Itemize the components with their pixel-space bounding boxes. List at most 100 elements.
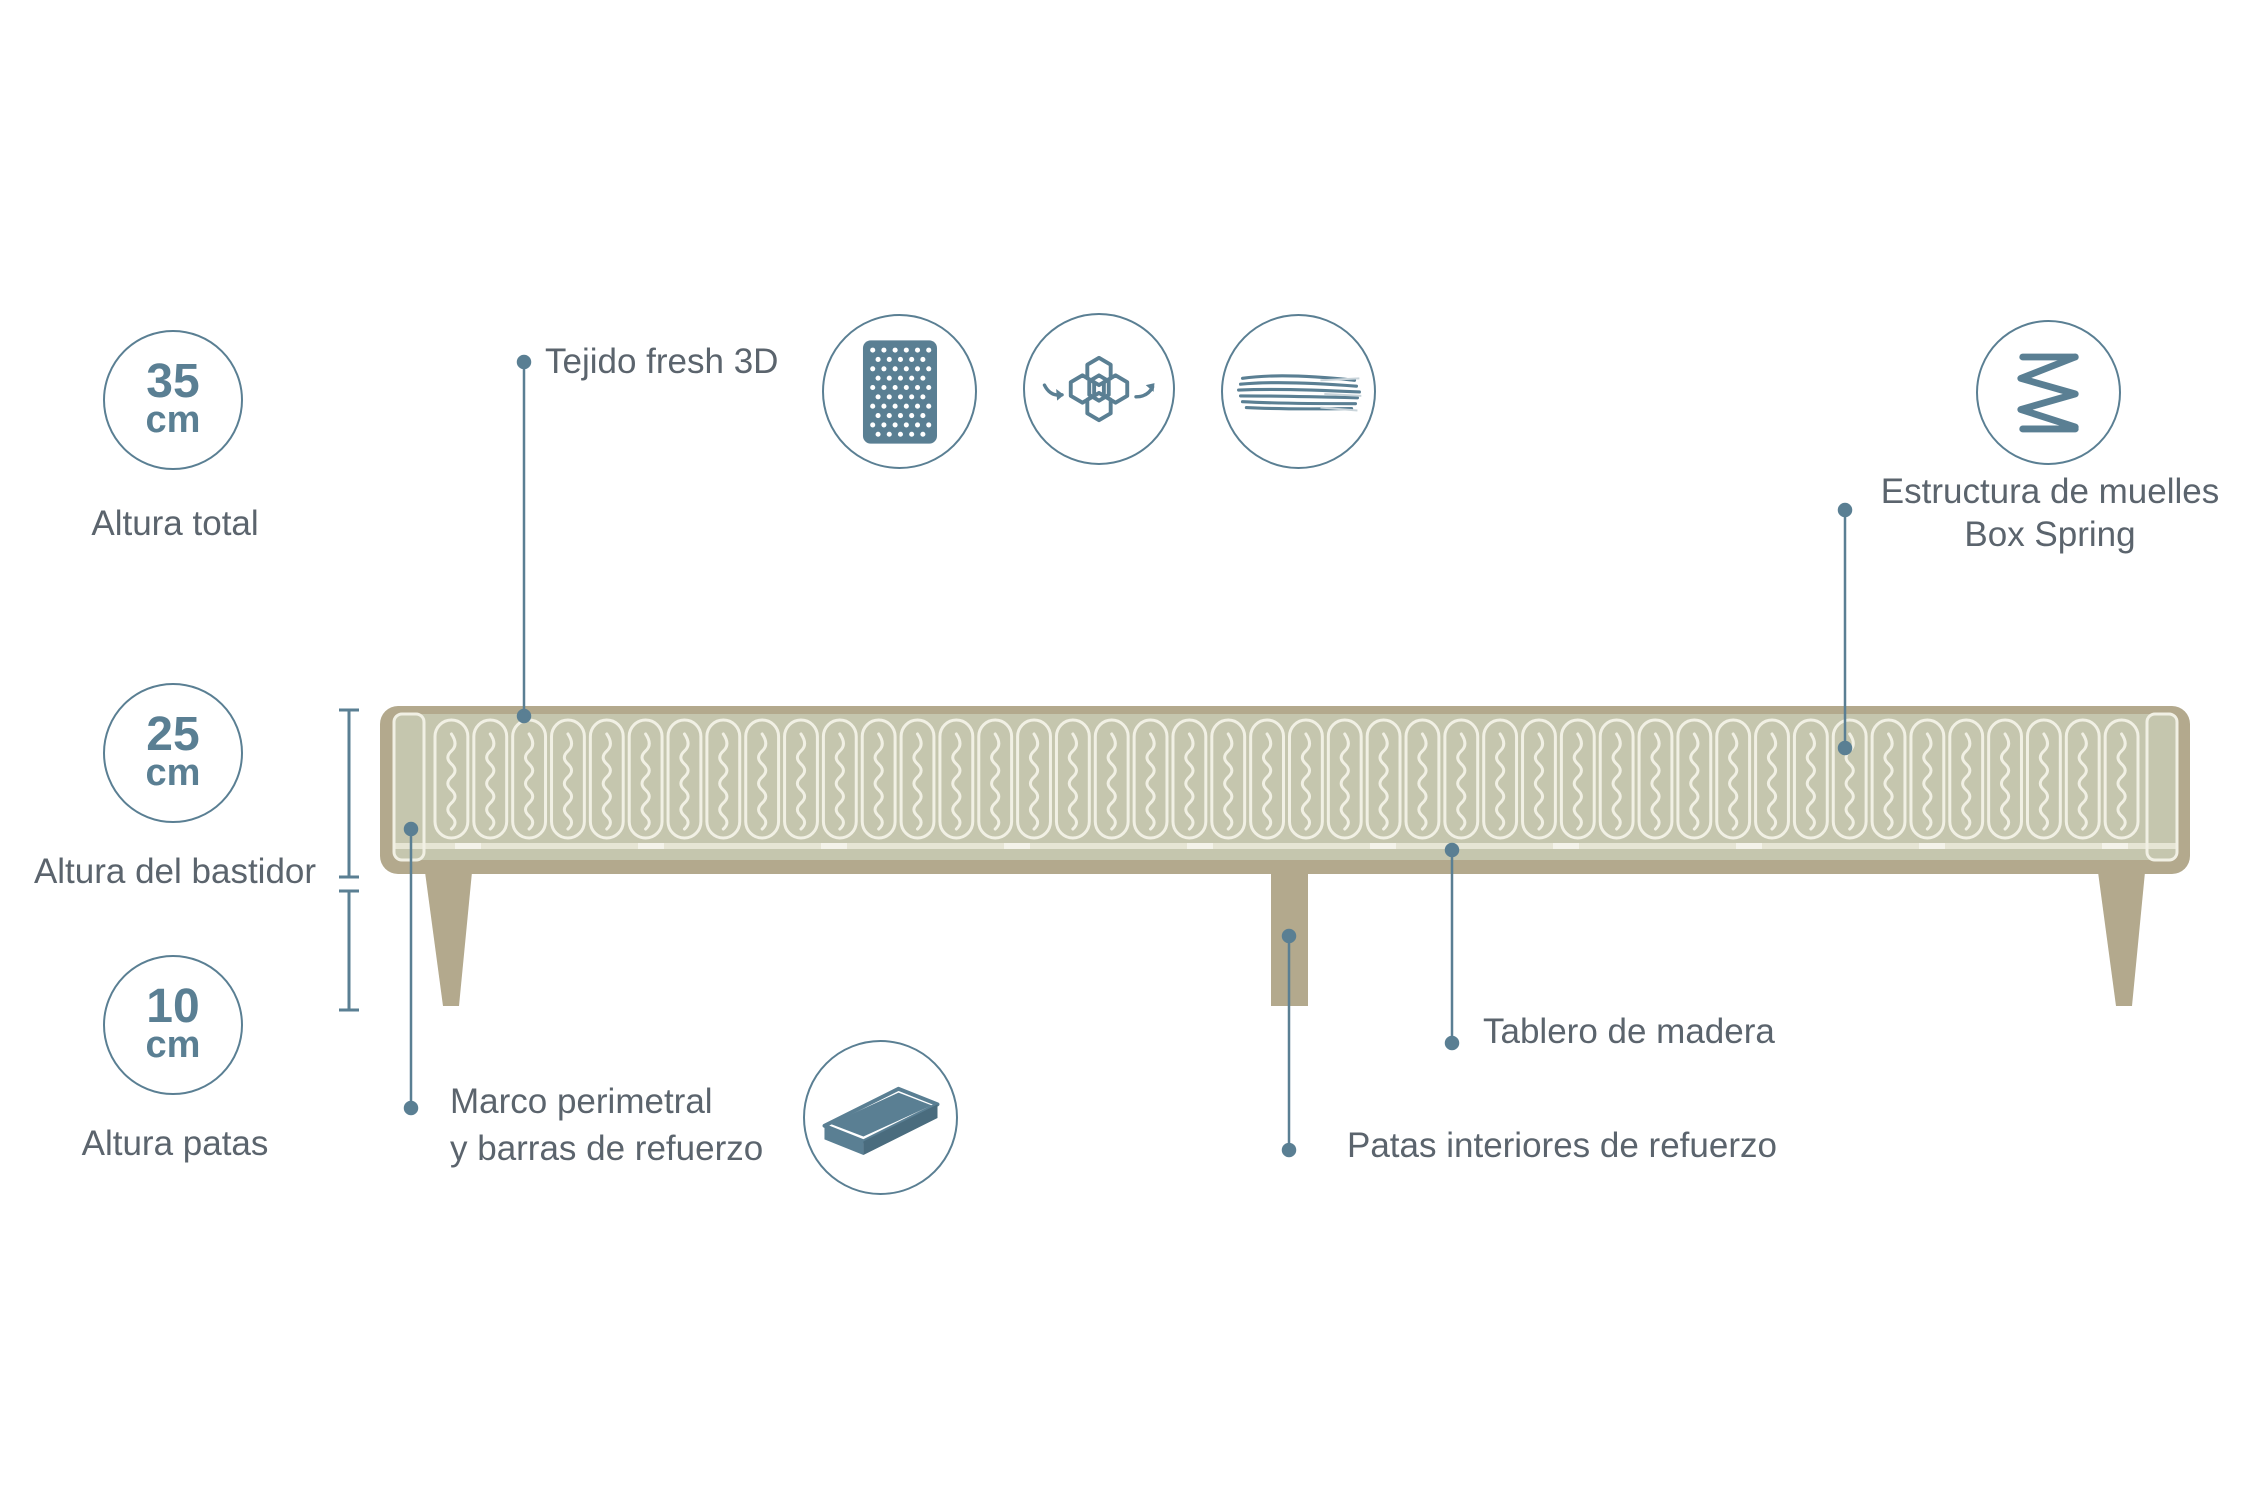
spring-pocket xyxy=(1870,718,1907,840)
board-slot xyxy=(2102,843,2128,849)
spring-pocket xyxy=(938,718,975,840)
spring-pocket xyxy=(511,718,548,840)
spring-coil xyxy=(2038,732,2050,831)
fabric-dot xyxy=(881,366,887,372)
fabric-dot xyxy=(881,422,887,428)
frame-callout-label: Marco perimetral y barras de refuerzo xyxy=(450,1078,763,1172)
spring-pocket xyxy=(1326,718,1363,840)
inner-legs-leader-dot-bottom xyxy=(1281,1142,1297,1158)
fabric-dot xyxy=(870,347,876,353)
fabric-dot xyxy=(926,384,932,391)
spring-coil xyxy=(718,732,729,831)
spring-pocket xyxy=(1210,718,1247,840)
frame-side-left xyxy=(392,712,426,862)
board-slot xyxy=(1919,843,1945,849)
fabric-dot xyxy=(892,403,898,409)
fabric-dot xyxy=(870,366,876,372)
spring-coil xyxy=(1495,732,1506,831)
fabric-dot xyxy=(881,347,887,353)
frame-height-badge: 25 cm xyxy=(103,683,243,823)
spring-coil xyxy=(1261,732,1273,831)
fabric-dot xyxy=(897,356,904,362)
spring-pocket xyxy=(666,718,703,840)
wood-board xyxy=(394,843,2176,849)
left-leg xyxy=(425,872,472,1006)
dimension-ruler xyxy=(339,708,359,1012)
spring-coil xyxy=(1067,732,1078,831)
springs-callout-line1: Estructura de muelles xyxy=(1880,472,2220,511)
spring-pocket xyxy=(1016,718,1052,840)
spring-coil xyxy=(1611,732,1622,831)
spring-coil xyxy=(562,732,574,831)
fabric-dot xyxy=(875,356,881,362)
fabric-callout-label: Tejido fresh 3D xyxy=(545,342,779,381)
total-height-badge: 35 cm xyxy=(103,330,243,470)
spring-coil xyxy=(1378,732,1389,831)
spring-pocket xyxy=(1482,718,1519,840)
fabric-dot xyxy=(870,403,876,409)
fabric-dot xyxy=(914,347,921,353)
spring-coil xyxy=(2077,732,2088,831)
fabric-dot xyxy=(909,375,915,381)
frame-callout-line2: y barras de refuerzo xyxy=(450,1129,764,1168)
spring-pocket xyxy=(1987,718,2023,840)
fabric-dot xyxy=(881,384,887,391)
spring-coil xyxy=(1456,732,1467,831)
springs-callout-line2: Box Spring xyxy=(1964,515,2136,554)
inner-legs-leader-dot-top xyxy=(1281,928,1297,944)
spring-pocket xyxy=(1715,718,1752,840)
fabric-dot xyxy=(892,422,898,428)
frame-inner xyxy=(394,714,2176,860)
spring-coil xyxy=(951,732,962,831)
total-height-unit: cm xyxy=(145,399,201,441)
legs-height-value: 10 xyxy=(146,980,200,1033)
spring-coil xyxy=(1805,732,1816,831)
spring-coil xyxy=(601,732,612,831)
fabric-icon-badge xyxy=(822,314,977,469)
spring-pocket xyxy=(821,718,858,840)
fabric-dot xyxy=(875,431,881,437)
fabric-dot xyxy=(875,375,881,381)
spring-pocket xyxy=(1948,718,1985,840)
fabric-dots-icon xyxy=(862,340,938,444)
board-slot xyxy=(1736,843,1762,849)
spring-coil xyxy=(1028,732,1040,831)
fabric-dot xyxy=(914,403,921,409)
spring-pocket xyxy=(1559,718,1596,840)
frame-side-right xyxy=(2145,712,2179,862)
spring-pocket xyxy=(1637,718,1674,840)
spring-pocket xyxy=(1443,718,1480,840)
board-slot xyxy=(1553,843,1579,849)
springs-callout-label: Estructura de muelles Box Spring xyxy=(1855,470,2245,556)
spring-coil xyxy=(990,732,1001,831)
spring-pocket xyxy=(1249,718,1285,840)
fabric-dot xyxy=(909,394,915,400)
fabric-dot xyxy=(920,431,926,437)
spring-pocket xyxy=(1054,718,1091,840)
frame-height-value: 25 xyxy=(146,708,200,761)
fabric-dot xyxy=(909,413,915,419)
spring-pocket xyxy=(1909,718,1946,840)
spring-coil xyxy=(1999,732,2011,831)
spring-coil xyxy=(1883,732,1894,831)
spring-coil xyxy=(1572,732,1583,831)
spring-coil xyxy=(1339,732,1350,831)
fabric-dot xyxy=(909,356,915,362)
fresh-icon-badge xyxy=(1221,314,1376,469)
fabric-dot xyxy=(920,413,926,419)
fabric-dot xyxy=(920,394,926,400)
spring-coil xyxy=(873,732,884,831)
spring-coil xyxy=(1922,732,1933,831)
spring-pocket xyxy=(783,718,819,840)
spring-pocket xyxy=(2103,718,2140,840)
fabric-dot xyxy=(892,347,898,353)
fabric-dot xyxy=(920,356,926,362)
fabric-dot xyxy=(914,366,921,372)
legs-height-unit: cm xyxy=(145,1024,201,1066)
spring-pocket xyxy=(1831,718,1868,840)
frame-leader-dot-bottom xyxy=(403,1100,419,1116)
fabric-dot xyxy=(870,384,876,391)
spring-coil xyxy=(834,732,845,831)
breathable-hexagon-icon xyxy=(1042,355,1155,423)
